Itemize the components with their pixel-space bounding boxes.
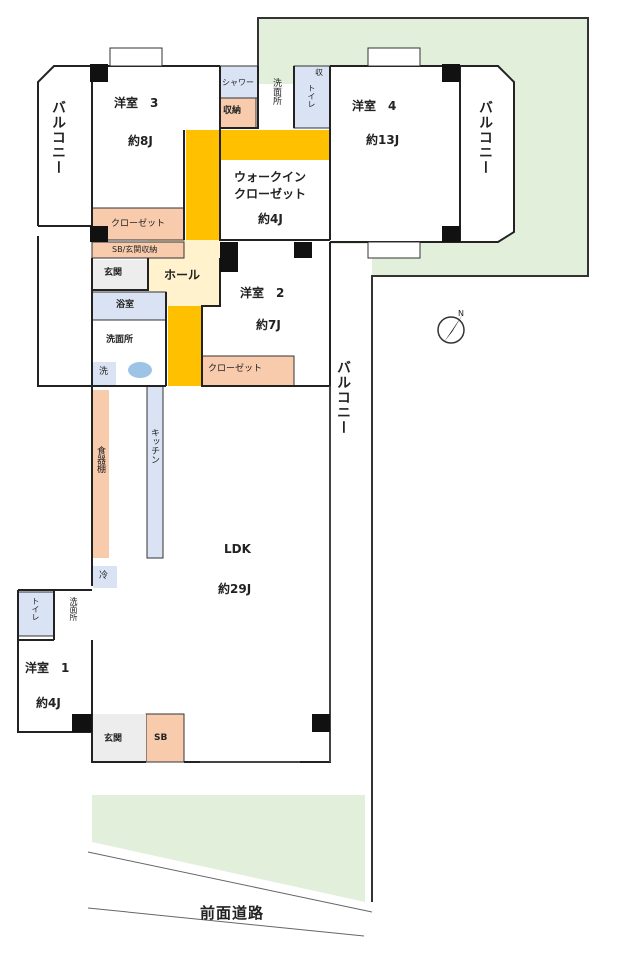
hallway-lower bbox=[168, 306, 202, 386]
sb-entry-storage-label: SB/玄関収納 bbox=[112, 245, 158, 254]
sink bbox=[128, 362, 152, 378]
garden-area bbox=[258, 18, 588, 276]
thin-walls bbox=[200, 386, 331, 763]
front-road-label: 前面道路 bbox=[200, 904, 265, 922]
balcony-middle-label: バルコニー bbox=[335, 360, 351, 435]
site-boundary bbox=[257, 17, 589, 902]
washer bbox=[92, 362, 116, 386]
sb-entry-storage bbox=[91, 241, 185, 259]
room-western-1-size: 約4J bbox=[36, 696, 61, 710]
fridge bbox=[93, 566, 117, 588]
road-line-lower bbox=[87, 907, 365, 937]
washroom-bottom-label: 洗面所 bbox=[69, 597, 78, 621]
room-ldk-size: 約29J bbox=[218, 582, 252, 596]
front-garden bbox=[92, 795, 365, 902]
pillars bbox=[72, 64, 460, 732]
room-western-4-size: 約13J bbox=[366, 133, 400, 147]
balcony-left-label: バルコニー bbox=[50, 100, 66, 175]
sb-bottom-label: SB bbox=[154, 733, 168, 743]
bath bbox=[91, 291, 167, 321]
room-western-2-name: 洋室 2 bbox=[240, 286, 285, 300]
walls bbox=[17, 65, 515, 763]
closet-room2 bbox=[201, 355, 295, 387]
cupboard-label: 食器棚 bbox=[95, 446, 105, 473]
balcony-right-label: バルコニー bbox=[477, 100, 493, 175]
hall-label: ホール bbox=[164, 268, 201, 282]
storage-top-label: 収納 bbox=[223, 106, 242, 116]
cupboard bbox=[93, 390, 109, 558]
room-western-4-name: 洋室 4 bbox=[352, 99, 397, 113]
walkin-closet-size: 約4J bbox=[258, 212, 283, 226]
storage-small-label: 収 bbox=[315, 68, 323, 77]
washroom-mid-label: 洗面所 bbox=[106, 335, 134, 345]
bath-label: 浴室 bbox=[116, 300, 135, 310]
entrance-top bbox=[92, 260, 148, 290]
washer-label: 洗 bbox=[99, 367, 109, 377]
closet-room2-label: クローゼット bbox=[208, 364, 263, 374]
room-western-1-name: 洋室 1 bbox=[25, 661, 70, 675]
kitchen bbox=[146, 385, 164, 559]
kitchen-label: キッチン bbox=[149, 428, 159, 464]
walkin-closet-line1: ウォークイン bbox=[234, 170, 307, 184]
entrance-bottom-label: 玄関 bbox=[104, 734, 123, 744]
entrance-bottom bbox=[92, 714, 146, 762]
room-ldk-name: LDK bbox=[224, 542, 251, 556]
walkin-closet-line2: クローゼット bbox=[234, 187, 307, 201]
toilet-bottom-label: トイレ bbox=[31, 597, 40, 621]
storage-top bbox=[219, 97, 257, 129]
room-western-3-name: 洋室 3 bbox=[114, 96, 159, 110]
shower-label: シャワー bbox=[222, 78, 254, 87]
hallway bbox=[186, 130, 330, 240]
fridge-label: 冷 bbox=[99, 571, 109, 581]
room-western-3-size: 約8J bbox=[128, 134, 153, 148]
washroom-top-label: 洗面所 bbox=[271, 78, 281, 105]
windows bbox=[109, 47, 421, 259]
room-western-2-size: 約7J bbox=[256, 318, 281, 332]
entrance-top-label: 玄関 bbox=[104, 268, 123, 278]
north-label: N bbox=[458, 309, 464, 318]
toilet-top-label: トイレ bbox=[307, 84, 316, 108]
road-line-upper bbox=[87, 851, 373, 913]
north-compass-icon bbox=[437, 314, 465, 344]
closet-room3-label: クローゼット bbox=[111, 219, 166, 229]
